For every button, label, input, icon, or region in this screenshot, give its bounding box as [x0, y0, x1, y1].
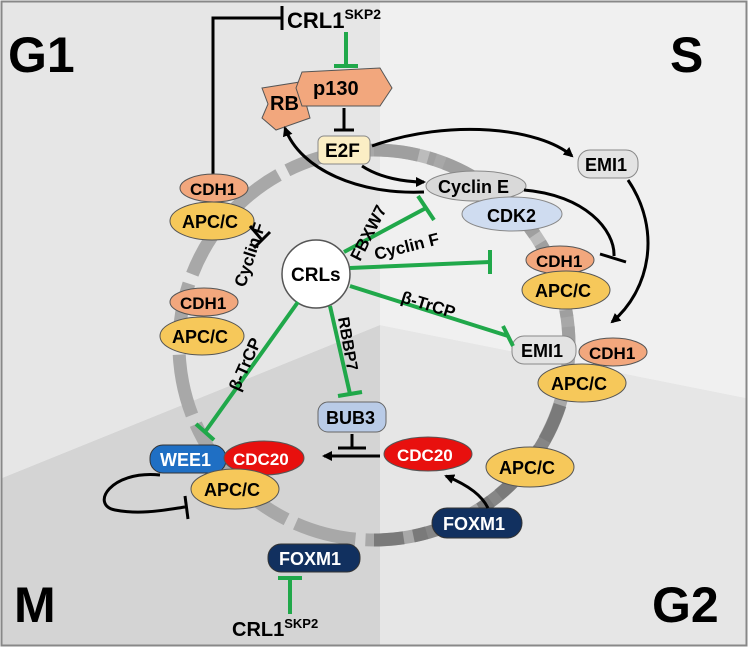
edge-cdk2-inhibits-cdh1-bar [599, 252, 627, 264]
cdc20-g2-shape [383, 436, 473, 472]
cdh1-g1-top-label: CDH1 [190, 180, 236, 199]
apcc-s2-label: APC/C [551, 374, 607, 394]
cdh1-s2-shape [578, 337, 648, 367]
cdh1-g1-bottom-shape [169, 287, 239, 317]
cdk2-shape [461, 196, 563, 232]
cdk2-label: CDK2 [487, 206, 536, 226]
edge-apcc-inhibits-cyclinf [248, 225, 272, 250]
emi1-top-box [577, 149, 639, 179]
p130-shape [295, 67, 393, 107]
bub3-label: BUB3 [326, 408, 375, 428]
edge-cycline-to-rb [282, 126, 425, 194]
crls-inhibition-edges [194, 194, 515, 442]
phase-label-g2: G2 [652, 577, 719, 633]
cdh1-s2-label: CDH1 [589, 344, 635, 363]
emi1-top-label: EMI1 [585, 155, 627, 175]
edge-e2f-to-cycline [361, 164, 426, 187]
wee1-label: WEE1 [160, 450, 211, 470]
phase-label-s: S [670, 27, 703, 83]
edge-wee1-loop [102, 473, 190, 520]
crls-label: CRLs [291, 265, 341, 286]
edge-bub3-inhibits [338, 434, 366, 450]
edge-e2f-to-emi1 [371, 127, 574, 158]
apcc-g2-label: APC/C [499, 458, 555, 478]
apcc-g1-top-label: APC/C [182, 212, 238, 232]
edge-cdk2-inhibits-cdh1 [523, 188, 616, 257]
foxm1-m-label: FOXM1 [279, 549, 341, 569]
rb-label: RB [270, 93, 299, 115]
crl1-top-label: CRL1SKP2 [287, 6, 381, 33]
cdh1-g1-bottom-label: CDH1 [180, 294, 226, 313]
edge-crl1-inhibits-foxm1 [278, 576, 302, 614]
crl1-bottom-label: CRL1SKP2 [232, 616, 318, 641]
e2f-label: E2F [325, 141, 360, 162]
apcc-m-label: APC/C [204, 480, 260, 500]
p130-label: p130 [313, 78, 359, 100]
bub3-box [317, 401, 387, 433]
e2f-box [317, 135, 371, 165]
apcc-m-shape [190, 468, 280, 510]
cdh1-s-label: CDH1 [536, 252, 582, 271]
apcc-g1-bottom-shape [159, 316, 245, 356]
apcc-g1-bottom-label: APC/C [172, 327, 228, 347]
phase-label-g1: G1 [8, 27, 75, 83]
apcc-g1-top-shape [169, 201, 255, 241]
crls-circle [281, 239, 351, 309]
cdc20-m-label: CDC20 [233, 450, 289, 469]
emi1-s-label: EMI1 [521, 341, 563, 361]
edge-foxm1-to-cdc20 [444, 474, 490, 509]
phase-label-m: M [14, 577, 56, 633]
edge-emi1-to-apcc [610, 179, 650, 324]
foxm1-m-box [267, 543, 361, 573]
foxm1-g2-box [431, 507, 523, 539]
apcc-s2-shape [537, 363, 627, 403]
edge-p130-inhibits-e2f [334, 108, 354, 132]
cdc20-g2-label: CDC20 [397, 446, 453, 465]
apcc-s-label: APC/C [535, 281, 591, 301]
sector-s [380, 2, 746, 398]
edge-crl1-inhibits-p130 [334, 32, 358, 68]
apcc-s-shape [521, 270, 611, 310]
cycline-label: Cyclin E [438, 177, 509, 197]
apcc-g2-shape [485, 446, 575, 488]
cycline-shape [425, 170, 527, 202]
foxm1-g2-label: FOXM1 [443, 514, 505, 534]
emi1-s-box [511, 335, 577, 365]
sector-g2 [380, 325, 746, 645]
edge-apcc-inhibits-crl1 [211, 6, 284, 180]
